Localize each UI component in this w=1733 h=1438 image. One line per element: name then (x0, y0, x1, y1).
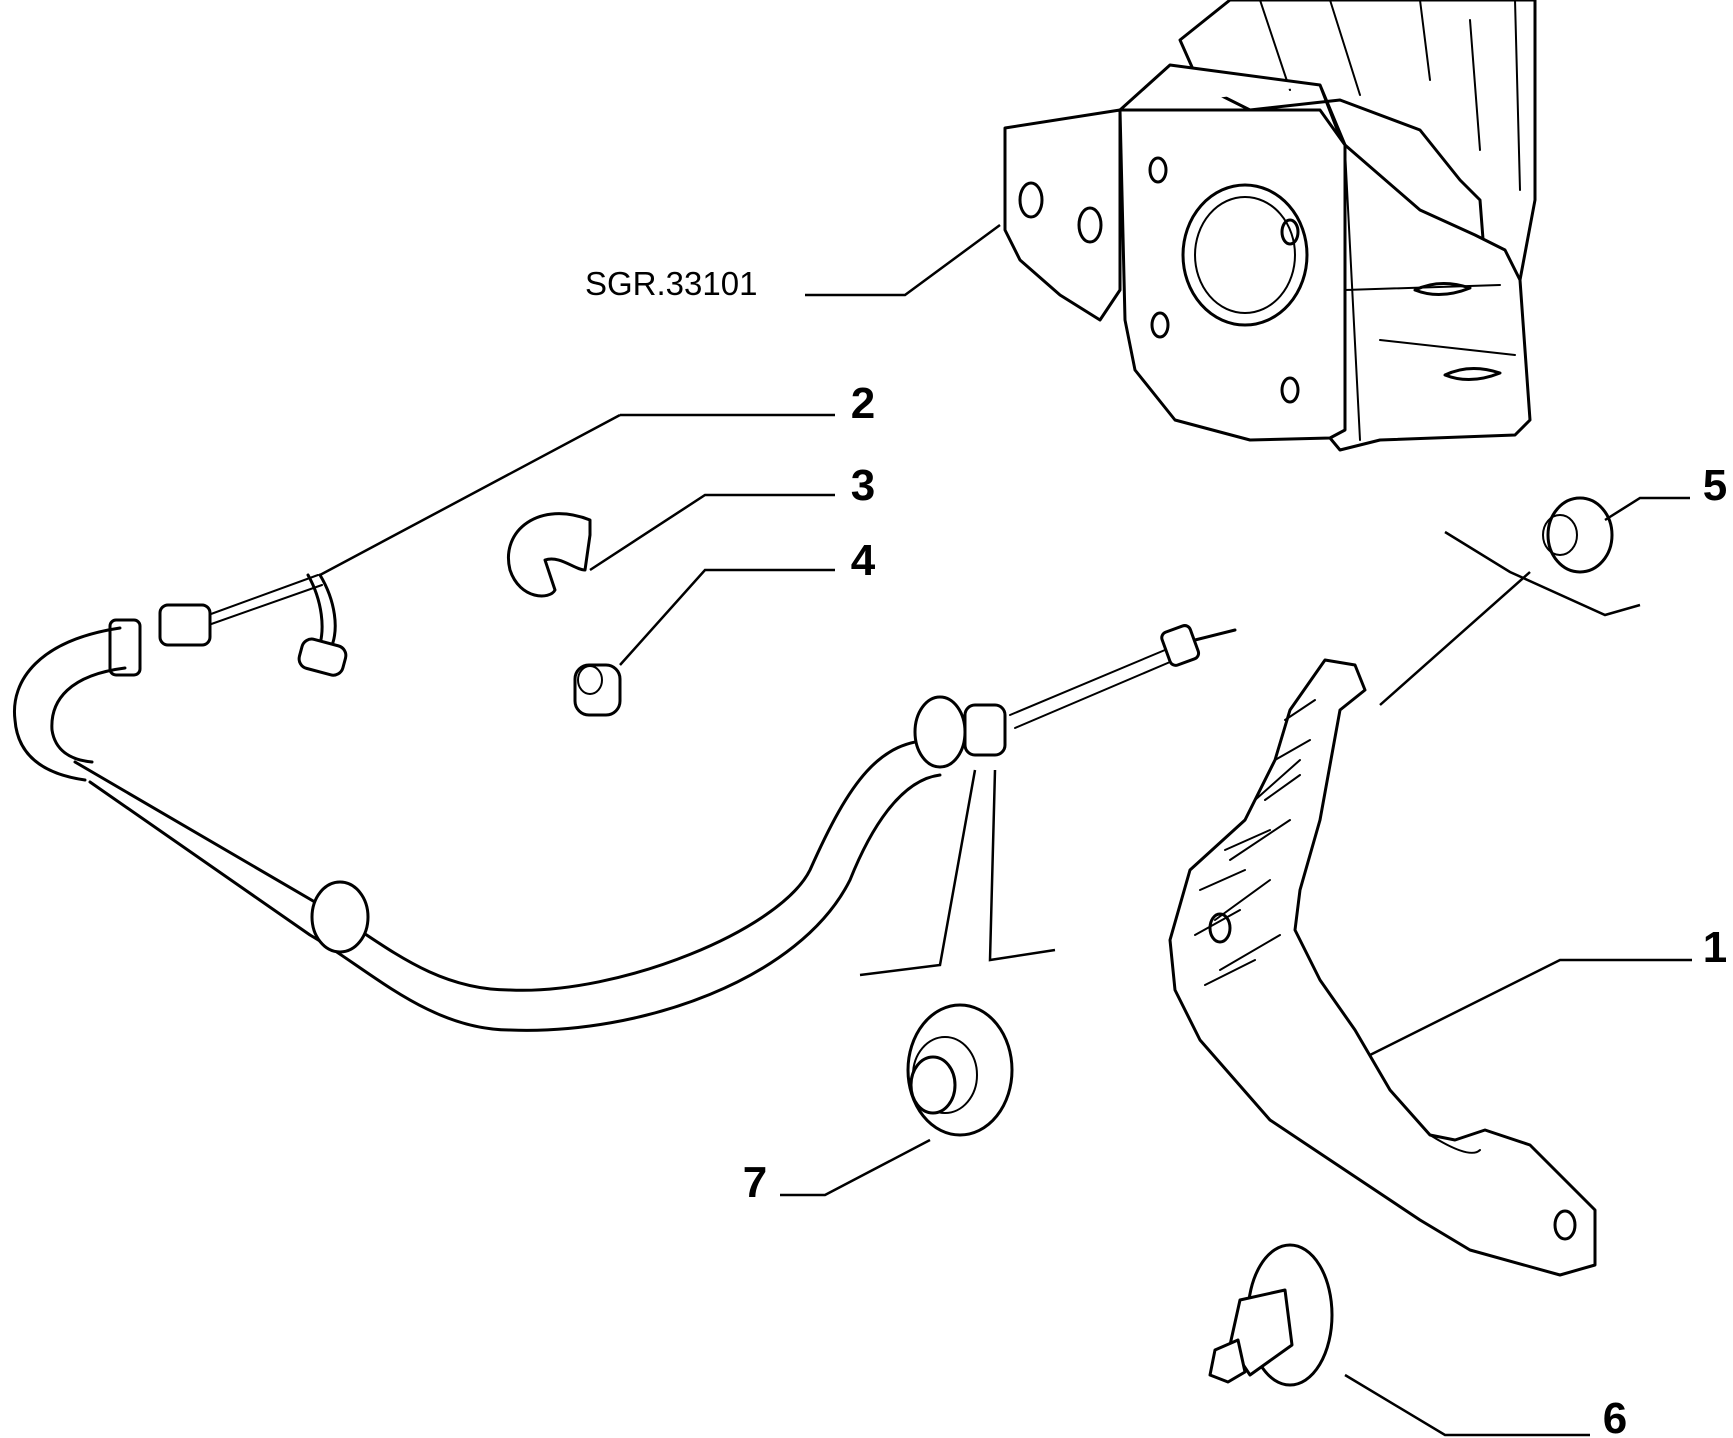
accelerator-cable (12, 573, 1237, 1032)
callout-2: 2 (851, 379, 875, 428)
callout-1: 1 (1703, 923, 1727, 972)
grommet (1542, 496, 1614, 574)
callout-3: 3 (851, 461, 875, 510)
leader-lines (319, 223, 1692, 1437)
small-bushing (573, 663, 622, 717)
accelerator-pedal (1168, 658, 1597, 1277)
pedal-stop (1208, 1243, 1334, 1387)
callout-7: 7 (743, 1158, 767, 1207)
reference-label: SGR.33101 (585, 265, 757, 302)
callout-5: 5 (1703, 461, 1727, 510)
rubber-pad (906, 1003, 1014, 1137)
pedal-bracket (1003, 0, 1537, 452)
callout-4: 4 (851, 536, 876, 585)
callout-6: 6 (1603, 1394, 1627, 1438)
retaining-clip (507, 512, 592, 598)
